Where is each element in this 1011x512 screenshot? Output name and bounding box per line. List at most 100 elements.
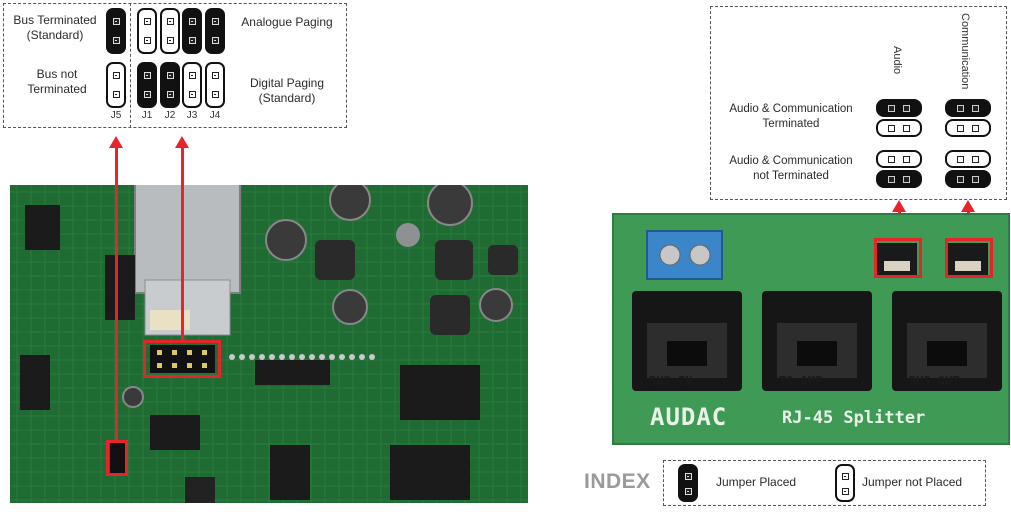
left-jumper-panel	[3, 3, 347, 128]
splitter-port-labels: BUS IN TO AMP BUS OUT	[612, 374, 1010, 390]
pin	[112, 18, 120, 25]
jumper-label-j1: J1	[141, 110, 153, 121]
splitter-product: RJ-45 Splitter	[782, 408, 926, 428]
port-label-bus-out: BUS OUT	[909, 374, 960, 388]
pin	[841, 488, 849, 495]
j1-j4-highlight-box	[143, 340, 221, 378]
arrowhead-j1-j4	[175, 136, 189, 148]
pin	[188, 18, 196, 25]
j3-digital-jumper	[182, 62, 202, 108]
pin	[841, 473, 849, 480]
splitter-board-illustration	[612, 213, 1010, 445]
pin	[211, 72, 219, 79]
pin	[957, 175, 964, 183]
j3-analogue-jumper	[182, 8, 202, 54]
bus-terminated-label: Bus Terminated (Standard)	[13, 13, 97, 42]
pin	[903, 155, 910, 163]
pin	[166, 18, 174, 25]
j4-analogue-jumper	[205, 8, 225, 54]
pin	[684, 488, 692, 495]
jumper-label-j4: J4	[209, 110, 221, 121]
j5-terminated-jumper	[106, 8, 126, 54]
arrow-j1-j4	[181, 146, 184, 342]
pin	[888, 104, 895, 112]
pin	[112, 37, 120, 44]
splitter-board-photo	[612, 213, 1010, 445]
audio-not-terminated-top	[876, 150, 922, 168]
pin	[903, 124, 910, 132]
pin	[188, 37, 196, 44]
pin	[888, 124, 895, 132]
pin	[211, 91, 219, 98]
pin	[143, 72, 151, 79]
left-panel-divider	[130, 3, 131, 128]
port-label-bus-in: BUS IN	[649, 374, 693, 388]
splitter-brand: AUDAC	[650, 403, 728, 431]
index-legend-box	[663, 460, 986, 506]
analogue-paging-label: Analogue Paging	[241, 15, 333, 29]
pin	[903, 104, 910, 112]
arrowhead-j5	[109, 136, 123, 148]
pin	[188, 91, 196, 98]
arrow-j5	[115, 146, 118, 442]
j2-analogue-jumper	[160, 8, 180, 54]
terminated-row-label: Audio & Communication Terminated	[729, 103, 853, 130]
pin	[143, 37, 151, 44]
pin	[112, 91, 120, 98]
communication-jumper-highlight-box	[945, 238, 993, 278]
arrowhead-audio	[892, 200, 906, 212]
pin	[112, 72, 120, 79]
pin	[957, 104, 964, 112]
legend-placed-label: Jumper Placed	[716, 475, 797, 489]
pin	[972, 175, 979, 183]
pin	[972, 104, 979, 112]
pin	[903, 175, 910, 183]
pin	[166, 91, 174, 98]
arrowhead-communication	[961, 200, 975, 212]
communication-not-terminated-bottom	[945, 170, 991, 188]
legend-not-placed-label: Jumper not Placed	[862, 475, 963, 489]
main-board-photo	[10, 185, 528, 503]
pin	[166, 37, 174, 44]
index-title: INDEX	[584, 470, 651, 493]
digital-paging-label: Digital Paging (Standard)	[249, 76, 325, 105]
audio-column-label: Audio	[891, 46, 903, 75]
pin	[957, 155, 964, 163]
pin	[888, 155, 895, 163]
communication-column-label: Communication	[959, 13, 971, 90]
main-board-illustration	[10, 185, 528, 503]
j5-not-terminated-jumper	[106, 62, 126, 108]
communication-terminated-top	[945, 99, 991, 117]
pin	[143, 18, 151, 25]
pin	[143, 91, 151, 98]
j4-digital-jumper	[205, 62, 225, 108]
jumper-label-j2: J2	[164, 110, 176, 121]
pin	[211, 37, 219, 44]
jumper-label-j5: J5	[110, 110, 122, 121]
right-jumper-panel	[710, 6, 1007, 200]
port-label-to-amp: TO AMP	[779, 374, 823, 388]
pin	[166, 72, 174, 79]
bus-not-terminated-label: Bus not Terminated	[27, 67, 87, 96]
legend-not-placed-jumper-icon	[835, 464, 855, 502]
pin	[684, 473, 692, 480]
j5-highlight-box	[106, 440, 128, 476]
communication-terminated-bottom	[945, 119, 991, 137]
jumper-label-j3: J3	[186, 110, 198, 121]
audio-not-terminated-bottom	[876, 170, 922, 188]
audio-terminated-top	[876, 99, 922, 117]
pin	[957, 124, 964, 132]
audio-jumper-highlight-box	[874, 238, 922, 278]
pin	[188, 72, 196, 79]
communication-not-terminated-top	[945, 150, 991, 168]
legend-placed-jumper-icon	[678, 464, 698, 502]
pin	[972, 124, 979, 132]
not-terminated-row-label: Audio & Communication not Terminated	[729, 155, 853, 182]
pin	[211, 18, 219, 25]
pin	[972, 155, 979, 163]
pin	[888, 175, 895, 183]
j1-digital-jumper	[137, 62, 157, 108]
j1-analogue-jumper	[137, 8, 157, 54]
j2-digital-jumper	[160, 62, 180, 108]
audio-terminated-bottom	[876, 119, 922, 137]
